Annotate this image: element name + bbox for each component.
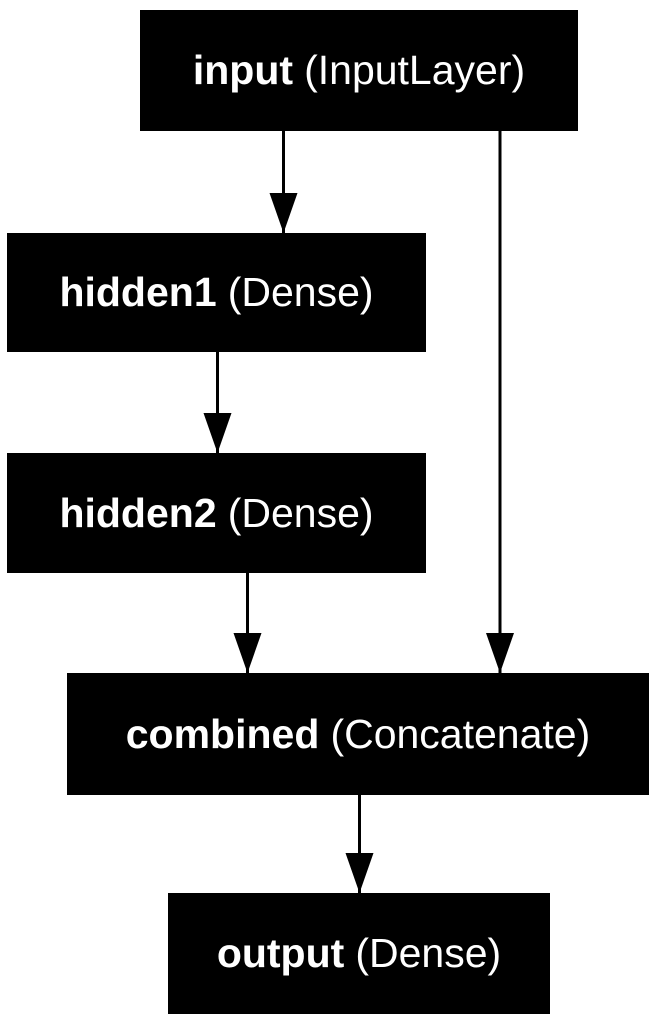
node-input: input (InputLayer) xyxy=(140,10,578,131)
node-name-label: hidden1 xyxy=(59,269,217,315)
node-type-label: (Dense) xyxy=(227,269,374,315)
node-name-label: input xyxy=(192,47,294,93)
node-name-label: output xyxy=(216,930,345,976)
node-name-label: combined xyxy=(125,710,320,757)
node-type-label: (Dense) xyxy=(227,489,374,536)
node-hidden1: hidden1 (Dense) xyxy=(7,233,426,352)
node-name-label: hidden2 xyxy=(59,489,217,536)
node-combined: combined (Concatenate) xyxy=(67,673,649,795)
node-type-label: (Concatenate) xyxy=(330,710,591,757)
node-type-label: (Dense) xyxy=(355,930,502,976)
node-output: output (Dense) xyxy=(168,893,550,1014)
node-hidden2: hidden2 (Dense) xyxy=(7,453,426,573)
node-type-label: (InputLayer) xyxy=(304,47,526,93)
